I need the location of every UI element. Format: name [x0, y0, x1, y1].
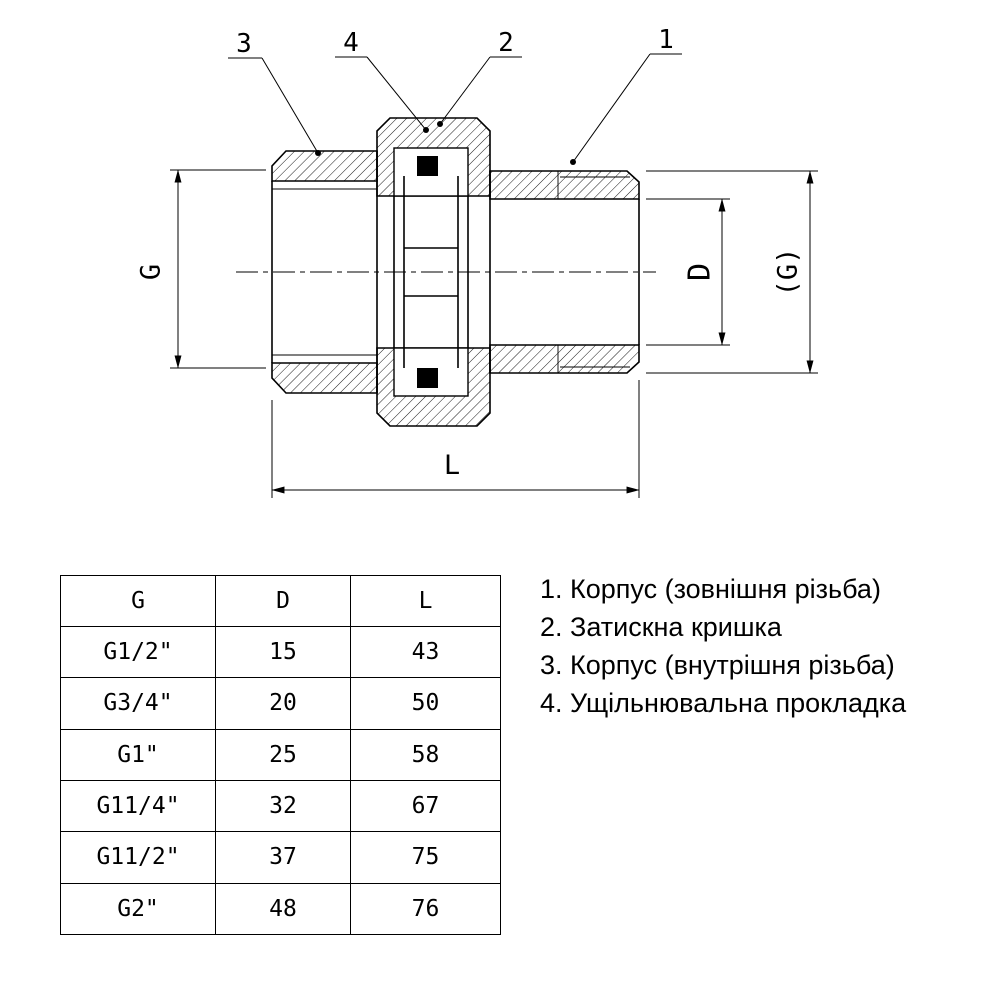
callout-3-dot	[315, 150, 321, 156]
table-row: G2" 48 76	[60, 882, 501, 936]
col-header-d: D	[215, 575, 351, 627]
dim-label-d: D	[683, 263, 718, 281]
cell-d-value: 25	[215, 728, 351, 781]
dimension-g-paren-right: (G)	[646, 170, 818, 374]
callout-4-dot	[423, 127, 429, 133]
callout-3: 3	[228, 29, 321, 156]
table-row: G3/4" 20 50	[60, 677, 501, 730]
dimension-d-right: D	[646, 198, 730, 346]
cell-d-value: 15	[215, 625, 351, 679]
cell-g-size: G2"	[60, 882, 216, 936]
cell-g-size: G1/2"	[60, 625, 216, 679]
parts-legend: 1. Корпус (зовнішня різьба) 2. Затискна …	[540, 570, 906, 722]
legend-item-4: 4. Ущільнювальна прокладка	[540, 688, 907, 718]
table-row: G1/2" 15 43	[60, 625, 501, 679]
cell-l-value: 43	[350, 625, 501, 679]
dim-label-l: L	[444, 450, 460, 481]
dimension-l-bottom: L	[271, 380, 640, 498]
cell-l-value: 76	[350, 882, 501, 936]
callout-2-dot	[437, 121, 443, 127]
col-header-g: G	[60, 575, 216, 627]
dimension-g-left: G	[136, 169, 266, 369]
left-body-internal-thread	[271, 150, 378, 394]
cell-l-value: 67	[350, 779, 501, 833]
union-fitting-drawing: G D (G) L 3	[136, 25, 818, 498]
dim-label-g-paren: (G)	[773, 248, 804, 297]
callout-3-number: 3	[236, 29, 252, 59]
callout-1: 1	[570, 25, 682, 165]
table-header-row: G D L	[60, 575, 501, 627]
table-row: G1" 25 58	[60, 728, 501, 781]
cell-d-value: 48	[215, 882, 351, 936]
table-row: G11/4" 32 67	[60, 779, 501, 833]
dimension-table: G D L G1/2" 15 43 G3/4" 20 50 G1" 25 58	[60, 575, 501, 936]
cell-d-value: 20	[215, 677, 351, 730]
callout-2-number: 2	[498, 28, 514, 58]
cell-g-size: G11/2"	[60, 831, 216, 884]
sealing-gasket	[417, 156, 438, 388]
legend-item-2: 2. Затискна кришка	[540, 612, 782, 642]
table-row: G11/2" 37 75	[60, 831, 501, 884]
cell-l-value: 75	[350, 831, 501, 884]
callout-4-number: 4	[343, 28, 359, 58]
cell-l-value: 50	[350, 677, 501, 730]
legend-item-1: 1. Корпус (зовнішня різьба)	[540, 574, 881, 604]
col-header-l: L	[350, 575, 501, 627]
callout-1-dot	[570, 159, 576, 165]
callout-4: 4	[335, 28, 429, 133]
cell-g-size: G11/4"	[60, 779, 216, 833]
legend-item-3: 3. Корпус (внутрішня різьба)	[540, 650, 895, 680]
cell-d-value: 32	[215, 779, 351, 833]
callout-1-number: 1	[658, 25, 674, 55]
cell-g-size: G3/4"	[60, 677, 216, 730]
cell-g-size: G1"	[60, 728, 216, 781]
right-body-external-thread	[489, 170, 640, 374]
cell-d-value: 37	[215, 831, 351, 884]
cell-l-value: 58	[350, 728, 501, 781]
dim-label-g: G	[136, 264, 167, 280]
callout-2: 2	[437, 28, 522, 127]
